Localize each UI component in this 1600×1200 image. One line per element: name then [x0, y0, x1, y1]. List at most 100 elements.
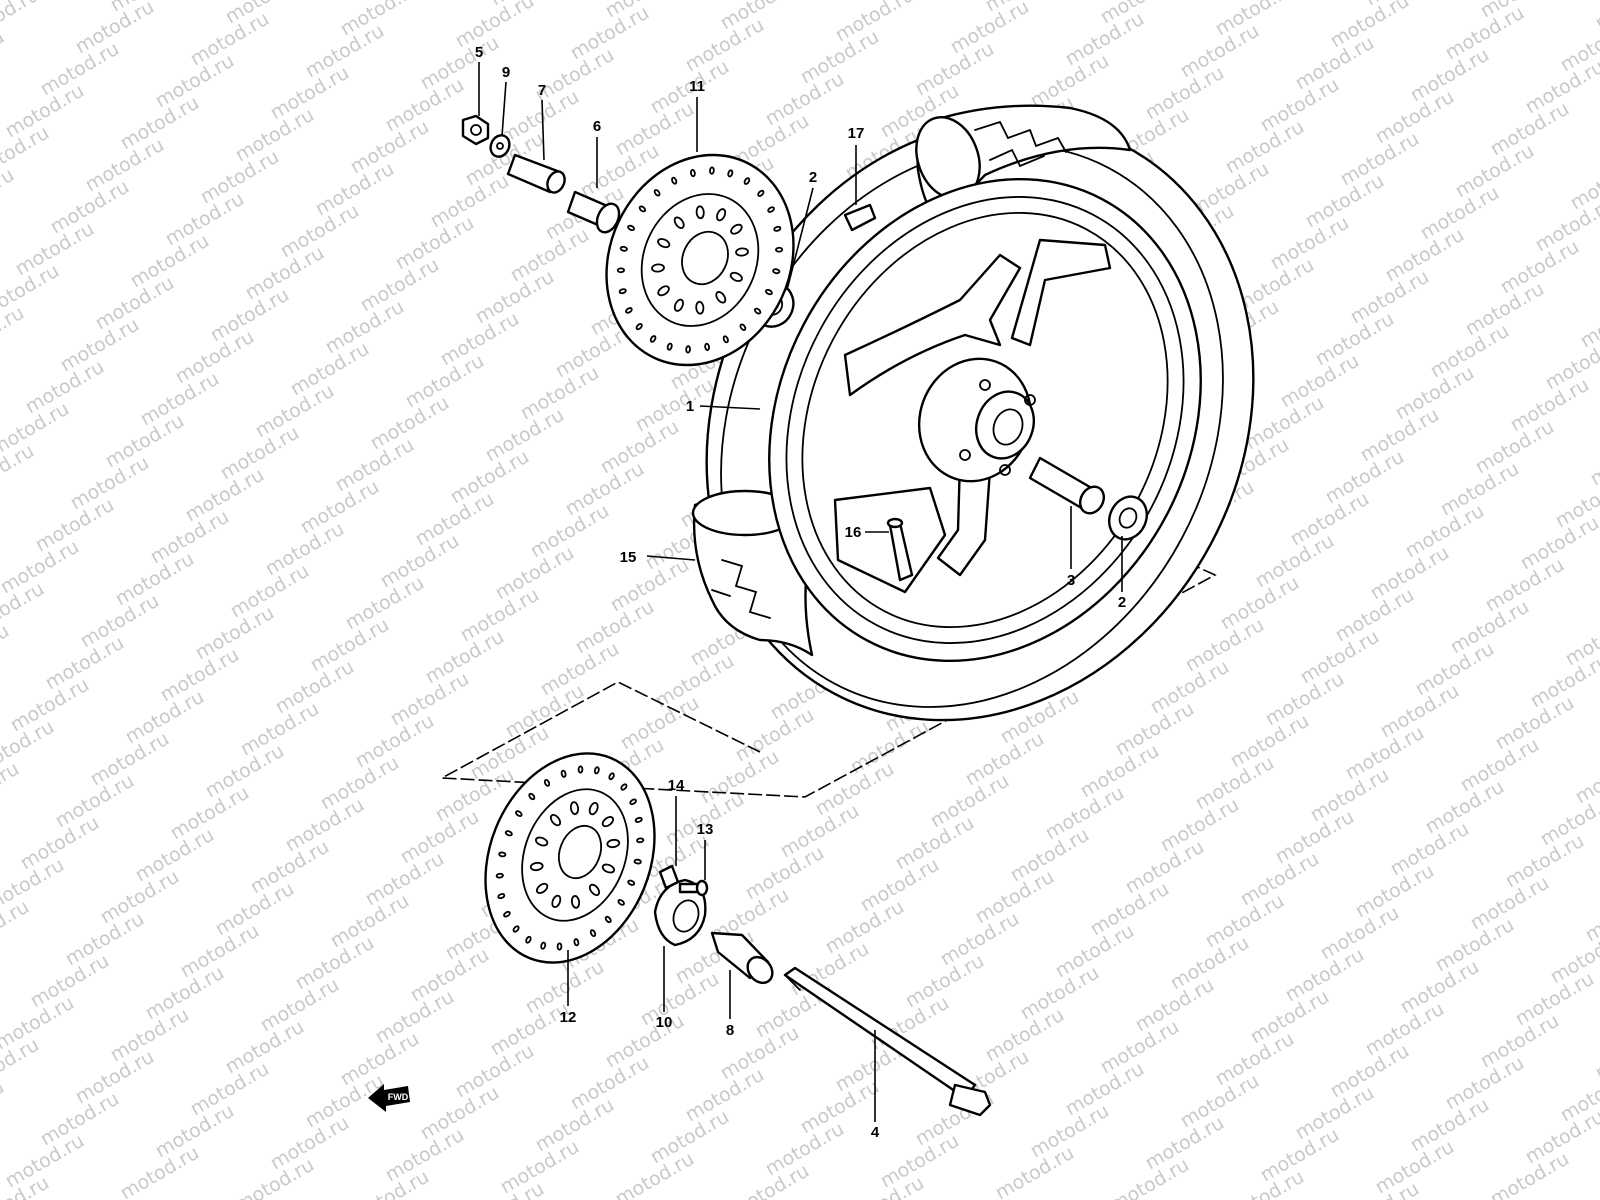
disc-hole — [722, 335, 729, 344]
disc-hole — [549, 813, 562, 827]
disc-hole — [534, 836, 549, 847]
disc-hole — [601, 863, 616, 874]
disc-hole — [577, 765, 584, 774]
watermark-text: motod.ru — [1587, 428, 1600, 491]
disc-hole — [617, 899, 625, 906]
gearbox-lock-plate — [658, 864, 680, 890]
callout-1: 1 — [686, 398, 694, 415]
disc-hole — [589, 929, 597, 937]
disc-hole — [666, 342, 673, 351]
disc-hole — [627, 879, 636, 886]
watermark-text: motod.ru — [0, 302, 28, 365]
disc-hole — [735, 247, 749, 257]
disc-hole — [529, 861, 544, 872]
disc-hole — [570, 895, 581, 909]
wheel-rim — [768, 177, 1202, 663]
disc-hole — [608, 772, 615, 781]
disc-hole — [657, 285, 670, 297]
disc-hole — [619, 245, 628, 252]
wheel-spacer — [1028, 456, 1106, 515]
disc-hole — [651, 263, 665, 273]
disc-hole — [753, 307, 762, 315]
disc-hole — [636, 837, 645, 844]
disc-hole — [727, 169, 734, 178]
disc-hole — [695, 300, 705, 315]
watermark-text: motod.ru — [1582, 884, 1600, 947]
disc-hole — [764, 288, 773, 296]
callout-9: 9 — [502, 64, 510, 81]
watermark-text: motod.ru — [0, 164, 18, 227]
disc-hole — [560, 769, 567, 778]
watermark-text: motod.ru — [0, 0, 43, 46]
disc-hole — [690, 169, 696, 178]
watermark-text: motod.ru — [1592, 0, 1600, 34]
disc-hole — [773, 225, 782, 232]
callout-8: 8 — [726, 1022, 734, 1039]
disc-hole — [757, 189, 765, 197]
disc-hole — [635, 323, 643, 331]
disc-hole — [504, 830, 513, 837]
disc-hole — [709, 166, 715, 175]
disc-hole — [573, 938, 580, 947]
callout-6: 6 — [593, 118, 601, 135]
disc-hole — [512, 925, 520, 933]
collar-lower — [710, 931, 774, 985]
tire-valve — [886, 517, 914, 582]
callout-5: 5 — [475, 44, 483, 61]
callout-10: 10 — [656, 1014, 673, 1031]
callout-numbers: 5 9 7 6 11 17 2 1 16 15 3 2 14 13 12 10 … — [475, 44, 1126, 1141]
disc-hole — [653, 189, 661, 197]
disc-hole — [620, 783, 628, 791]
leader-lines — [478, 62, 1123, 1122]
disc-hole — [556, 942, 563, 951]
disc-hole — [657, 238, 671, 249]
callout-15: 15 — [620, 549, 637, 566]
callout-7: 7 — [538, 82, 546, 99]
watermark-text: motod.ru — [0, 896, 33, 959]
callout-14: 14 — [668, 777, 685, 794]
disc-hole — [627, 224, 636, 232]
callout-12: 12 — [560, 1009, 577, 1026]
callout-17: 17 — [848, 125, 865, 142]
disc-hole — [634, 816, 643, 823]
disc-hole — [730, 223, 743, 235]
disc-hole — [543, 779, 551, 787]
disc-hole — [588, 801, 599, 816]
collar-upper — [506, 153, 566, 194]
brake-disc-upper — [605, 153, 795, 367]
fwd-label: FWD — [388, 1092, 409, 1102]
disc-hole — [588, 883, 601, 897]
brake-disc-lower — [484, 752, 656, 964]
axle-nut — [461, 114, 490, 146]
disc-hole — [716, 208, 727, 222]
disc-hole — [629, 798, 637, 806]
disc-hole — [569, 801, 580, 815]
disc-hole — [625, 307, 633, 314]
washer — [489, 134, 511, 158]
disc-hole — [671, 176, 678, 185]
disc-hole — [673, 298, 684, 312]
balancer-weight — [843, 203, 877, 232]
forward-direction-marker: FWD — [368, 1084, 410, 1112]
disc-hole — [540, 941, 547, 950]
disc-hole — [495, 872, 504, 879]
disc-hole — [601, 816, 615, 828]
disc-hole — [729, 271, 743, 282]
watermark-text: motod.ru — [1597, 566, 1600, 629]
disc-hole — [743, 177, 751, 185]
callout-3: 3 — [1067, 572, 1075, 589]
disc-hole — [618, 288, 627, 295]
watermark-text: motod.ru — [0, 758, 23, 821]
disc-hole — [503, 910, 511, 918]
disc-hole — [739, 323, 747, 331]
callout-4: 4 — [871, 1124, 880, 1141]
disc-hole — [685, 345, 691, 354]
front-axle — [783, 966, 992, 1117]
bearing-right — [1108, 495, 1148, 541]
callout-16: 16 — [845, 524, 862, 541]
watermark-text: motod.ru — [0, 482, 3, 545]
disc-hole — [497, 893, 506, 900]
disc-hole — [673, 216, 685, 229]
disc-hole — [715, 291, 727, 304]
